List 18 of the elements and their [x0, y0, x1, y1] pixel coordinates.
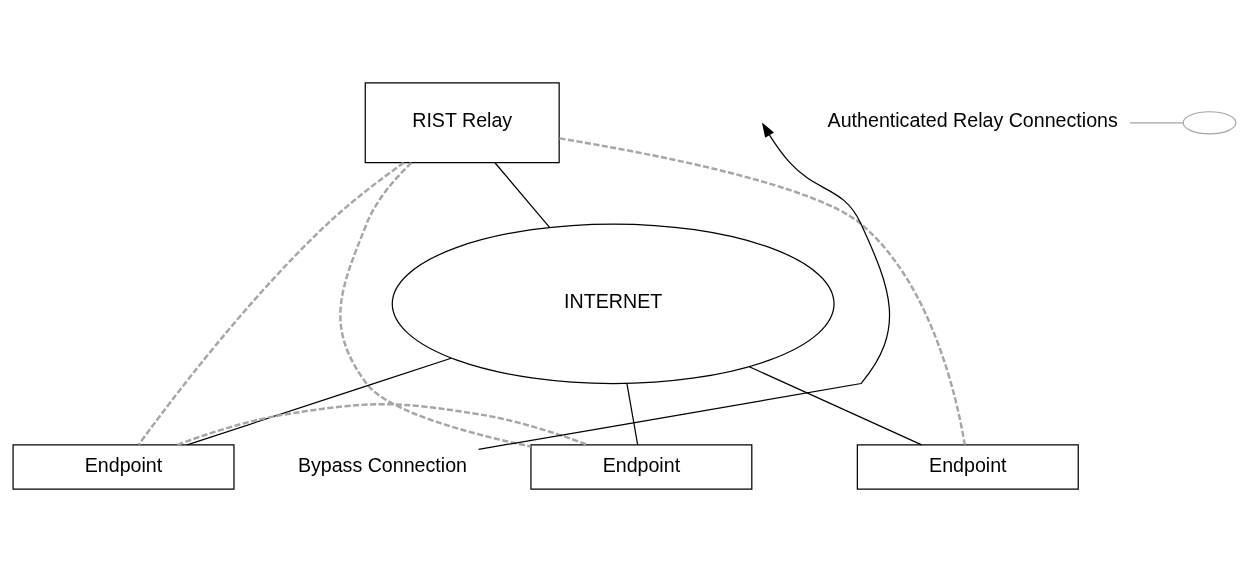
- node-text: Bypass Connection: [297, 453, 467, 476]
- node-box: RIST Relay: [364, 82, 560, 164]
- connector: [339, 162, 532, 448]
- node-ellipse: INTERNET: [391, 223, 835, 385]
- connector: [494, 162, 551, 228]
- connector: [137, 161, 405, 446]
- connector: [1129, 122, 1184, 124]
- connector: [559, 137, 966, 445]
- node-text: Authenticated Relay Connections: [827, 109, 1118, 132]
- connector: [626, 382, 639, 446]
- connector: [748, 366, 923, 446]
- node-box: Endpoint: [856, 444, 1079, 490]
- connector: [177, 403, 588, 446]
- node-ellipse: [1182, 111, 1237, 135]
- connector: [186, 357, 452, 446]
- node-box: Endpoint: [12, 444, 235, 490]
- node-box: Endpoint: [530, 444, 753, 490]
- arrow: [478, 122, 891, 450]
